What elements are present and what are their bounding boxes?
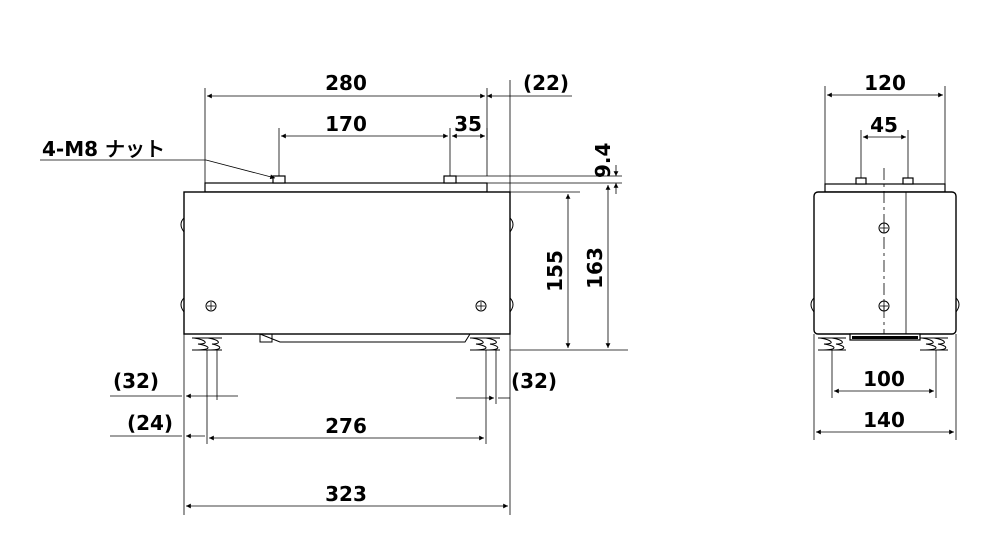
dim-170: 170 (325, 112, 367, 136)
front-body (183, 191, 511, 335)
dim-276: 276 (325, 414, 367, 438)
side-spring-right (920, 337, 948, 351)
screw-icon (475, 300, 487, 312)
spring-right (470, 337, 500, 351)
front-side-tab-right-top (509, 217, 514, 233)
screw-icon (878, 222, 890, 234)
front-bottom-lip (259, 333, 471, 343)
front-top-plate (204, 182, 488, 193)
side-view: 120 45 100 140 (810, 71, 960, 440)
dim-35: 35 (454, 112, 482, 136)
dim-32-right: (32) (511, 369, 557, 393)
dim-140: 140 (863, 408, 905, 432)
front-side-tab-right-bottom (509, 297, 514, 313)
spring-left (192, 337, 222, 351)
front-side-tab-left-top (180, 217, 185, 233)
side-spring-left (818, 337, 846, 351)
front-side-tab-left-bottom (180, 297, 185, 313)
dim-32-left: (32) (113, 369, 159, 393)
dim-24: (24) (127, 411, 173, 435)
screw-icon (878, 300, 890, 312)
screw-icon (205, 300, 217, 312)
dim-120: 120 (864, 71, 906, 95)
dim-100: 100 (863, 367, 905, 391)
front-bolt-right (443, 170, 457, 184)
dim-155: 155 (543, 250, 567, 292)
dim-280: 280 (325, 71, 367, 95)
side-body (813, 191, 957, 335)
dim-45: 45 (870, 113, 898, 137)
front-bolt-left (272, 170, 286, 184)
side-top-plate (824, 183, 946, 193)
dim-323: 323 (325, 482, 367, 506)
dim-9-4: 9.4 (591, 143, 615, 178)
front-bottom-tab (259, 333, 273, 343)
dim-22: (22) (523, 71, 569, 95)
nut-label: 4-M8 ナット (42, 137, 165, 161)
front-view: 280 (22) 170 35 4-M8 ナット 9.4 155 163 (40, 71, 628, 515)
dim-163: 163 (583, 247, 607, 289)
